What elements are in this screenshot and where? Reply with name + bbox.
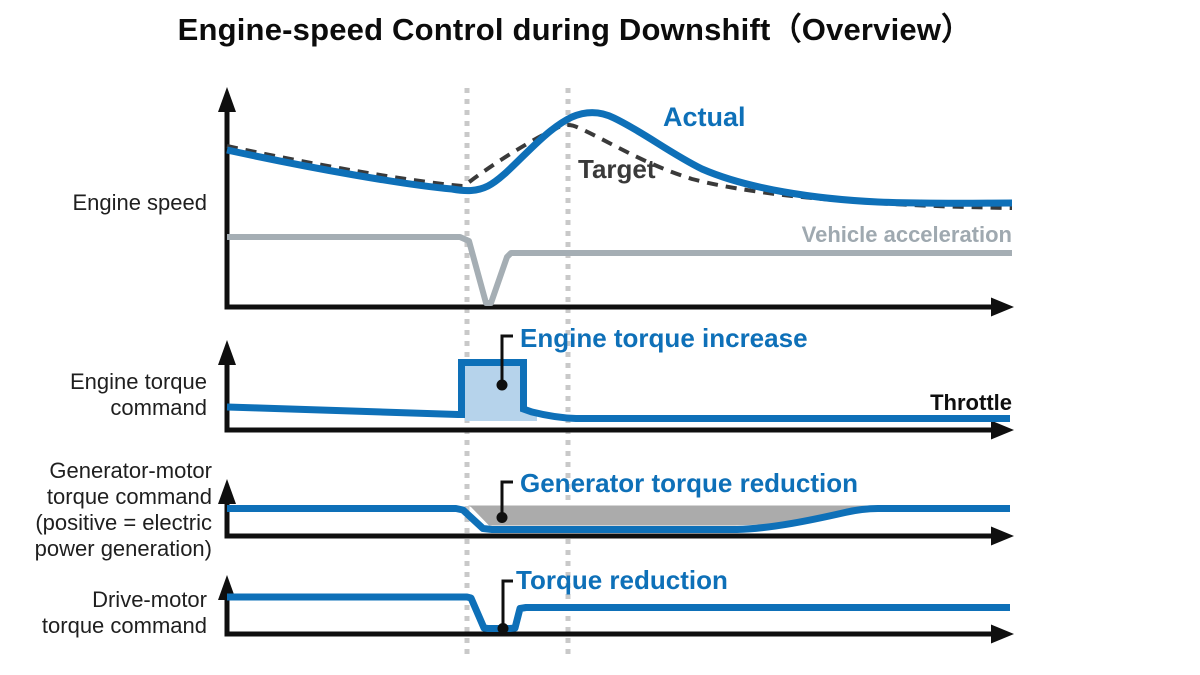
- engine-torque-axis-label-line2: command: [110, 395, 207, 420]
- generator-callout-line: [500, 480, 513, 518]
- engine-torque-increase-label: Engine torque increase: [520, 323, 808, 353]
- drive-motor-axis-label-line2: torque command: [41, 613, 207, 638]
- drive-motor-x-axis-arrow-icon: [991, 624, 1014, 644]
- engine-speed-axis-label: Engine speed: [72, 190, 207, 215]
- engine-torque-increase-fill: [465, 366, 537, 421]
- engine-torque-x-axis-arrow-icon: [991, 420, 1014, 440]
- vehicle-acceleration-curve: [227, 234, 1012, 306]
- drive-motor-callout-dot: [497, 623, 509, 634]
- engine-speed-x-axis-arrow-icon: [991, 297, 1014, 317]
- vehicle-acceleration-label: Vehicle acceleration: [801, 222, 1012, 247]
- generator-axis-label: Generator-motor torque command (positive…: [0, 458, 212, 562]
- generator-axis-label-line1: Generator-motor: [49, 458, 212, 483]
- engine-torque-axis-label: Engine torque command: [0, 369, 207, 421]
- drive-motor-axis-label-line1: Drive-motor: [92, 587, 207, 612]
- generator-axis-label-line4: power generation): [34, 536, 212, 561]
- actual-series-label: Actual: [663, 102, 746, 132]
- generator-x-axis-arrow-icon: [991, 526, 1014, 546]
- generator-axis-label-line3: (positive = electric: [35, 510, 212, 535]
- engine-torque-command-curve: [226, 359, 1010, 422]
- target-curve: [226, 123, 1013, 210]
- target-series-label: Target: [578, 154, 656, 184]
- drive-motor-axis-label: Drive-motor torque command: [0, 587, 207, 639]
- engine-torque-axis-label-line1: Engine torque: [70, 369, 207, 394]
- actual-curve: [226, 109, 1013, 207]
- engine-torque-callout-line: [500, 334, 513, 385]
- torque-reduction-label: Torque reduction: [516, 565, 728, 595]
- generator-y-axis-arrow-icon: [218, 479, 236, 504]
- generator-axis-label-line2: torque command: [46, 484, 212, 509]
- figure-title: Engine-speed Control during Downshift（Ov…: [177, 12, 973, 47]
- engine-torque-y-axis-arrow-icon: [218, 340, 236, 365]
- generator-torque-reduction-label: Generator torque reduction: [520, 468, 859, 498]
- drive-motor-callout-line: [501, 579, 513, 628]
- generator-torque-reduction-fill: [468, 505, 872, 526]
- drive-motor-torque-command-curve: [227, 593, 1010, 632]
- throttle-label: Throttle: [930, 390, 1012, 415]
- generator-torque-command-curve: [227, 505, 1010, 533]
- engine-speed-y-axis-arrow-icon: [218, 87, 236, 112]
- engine-torque-callout-dot: [496, 379, 508, 391]
- generator-callout-dot: [496, 512, 508, 523]
